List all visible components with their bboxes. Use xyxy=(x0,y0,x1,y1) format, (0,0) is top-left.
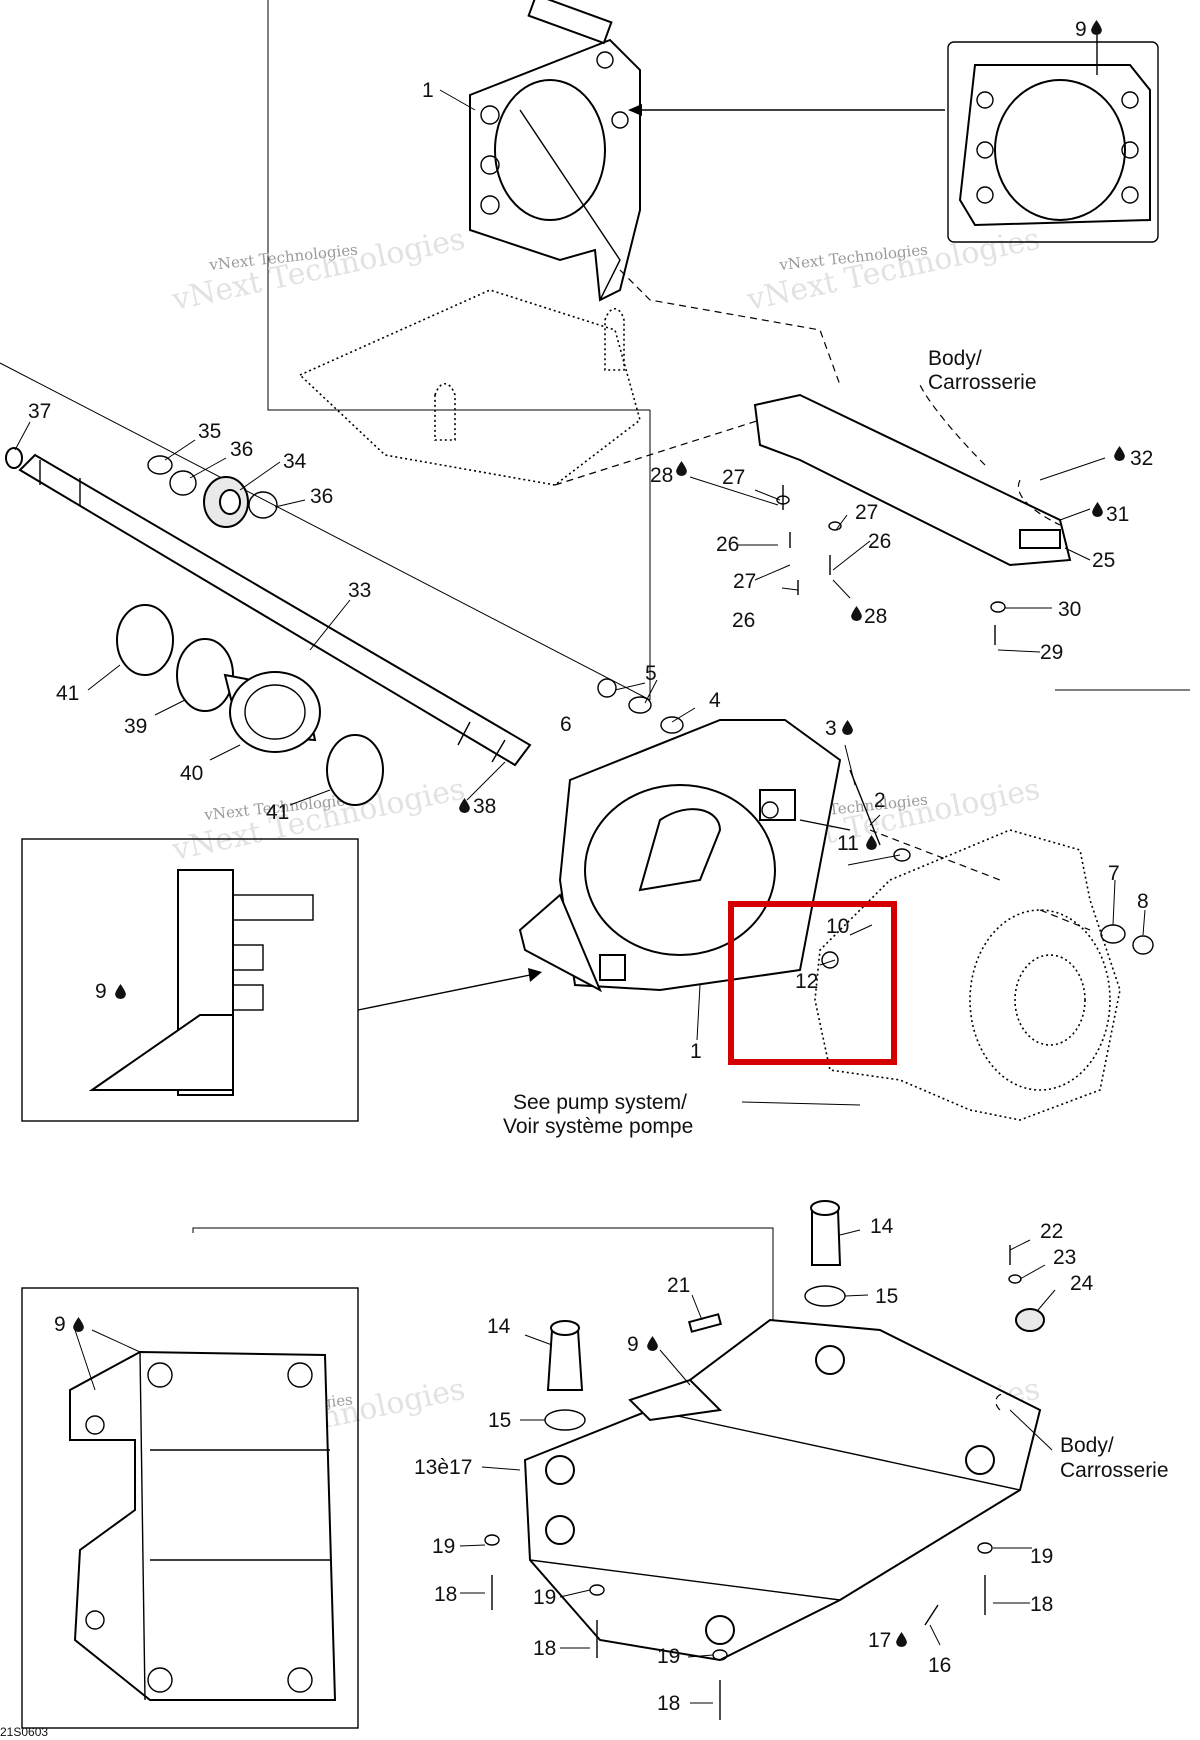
callout: 25 xyxy=(1092,549,1115,572)
oil-drop-icon xyxy=(647,1336,658,1351)
oil-drop-icon xyxy=(896,1632,907,1647)
highlight-box xyxy=(728,901,897,1065)
callout: 41 xyxy=(56,682,79,705)
callout: 2 xyxy=(874,789,886,812)
callout: 24 xyxy=(1070,1272,1094,1295)
callout: 15 xyxy=(875,1285,898,1308)
callout: 26 xyxy=(716,533,739,556)
note-see-pump-line2: Voir système pompe xyxy=(503,1115,693,1138)
note-body-top-line2: Carrosserie xyxy=(928,371,1037,394)
oil-drop-icon xyxy=(676,461,687,476)
callout: 17 xyxy=(868,1629,891,1652)
leader-lines xyxy=(14,89,1146,1704)
note-body-top-line1: Body/ xyxy=(928,347,982,370)
callout: 13è17 xyxy=(414,1456,472,1479)
pump-support-top xyxy=(469,0,641,302)
callout: 12 xyxy=(795,970,818,993)
callout: 18 xyxy=(533,1637,556,1660)
oil-drop-icon xyxy=(842,720,853,735)
callout: 28 xyxy=(864,605,887,628)
oil-drop-icon xyxy=(1114,446,1125,461)
callout: 10 xyxy=(826,915,849,938)
intake-plate xyxy=(298,269,841,486)
note-body-bottom-line1: Body/ xyxy=(1060,1434,1114,1457)
callout: 14 xyxy=(487,1315,511,1338)
oil-drop-icon xyxy=(851,606,862,621)
oil-drop-icon xyxy=(1091,20,1102,35)
callout: 37 xyxy=(28,400,51,423)
callout: 1 xyxy=(690,1040,702,1063)
callout: 35 xyxy=(198,420,221,443)
callout: 9 xyxy=(95,980,107,1003)
callout: 19 xyxy=(432,1535,455,1558)
notes: Body/ Carrosserie Body/ Carrosserie See … xyxy=(503,347,1169,1482)
drive-shaft xyxy=(5,447,532,767)
callout: 4 xyxy=(709,689,721,712)
callout: 36 xyxy=(310,485,333,508)
callout: 26 xyxy=(868,530,891,553)
callouts: 1 9 37 35 36 34 36 28 27 26 27 27 26 26 … xyxy=(28,18,1153,1715)
ride-plate xyxy=(523,1318,1042,1662)
callout: 31 xyxy=(1106,503,1129,526)
callout: 29 xyxy=(1040,641,1063,664)
callout: 41 xyxy=(266,801,289,824)
callout: 19 xyxy=(657,1645,680,1668)
callout: 22 xyxy=(1040,1220,1063,1243)
callout: 14 xyxy=(870,1215,894,1238)
callout: 32 xyxy=(1130,447,1153,470)
callout: 23 xyxy=(1053,1246,1076,1269)
callout: 3 xyxy=(825,717,837,740)
inset-gasket-top xyxy=(628,35,1159,243)
callout: 30 xyxy=(1058,598,1081,621)
callout: 36 xyxy=(230,438,253,461)
pump-system xyxy=(814,829,1121,1121)
callout: 19 xyxy=(1030,1545,1053,1568)
callout: 34 xyxy=(283,450,307,473)
callout: 33 xyxy=(348,579,371,602)
callout: 18 xyxy=(1030,1593,1053,1616)
diagram-code: 21S0603 xyxy=(0,1725,48,1739)
callout: 15 xyxy=(488,1409,511,1432)
fasteners xyxy=(484,485,1154,1720)
callout: 9 xyxy=(627,1333,639,1356)
oil-drop-icon xyxy=(115,984,126,999)
callout: 28 xyxy=(650,464,673,487)
callout: 18 xyxy=(434,1583,457,1606)
callout: 27 xyxy=(722,466,745,489)
callout: 27 xyxy=(855,501,878,524)
pump-housing-mid xyxy=(518,719,851,993)
inset-plate-bottom xyxy=(21,1287,359,1729)
callout: 11 xyxy=(837,832,859,855)
callout: 5 xyxy=(645,662,657,685)
callout: 9 xyxy=(54,1313,66,1336)
callout: 1 xyxy=(422,79,434,102)
note-body-bottom-line2: Carrosserie xyxy=(1060,1459,1169,1482)
callout: 9 xyxy=(1075,18,1087,41)
callout: 26 xyxy=(732,609,755,632)
oil-drop-icon xyxy=(73,1317,84,1332)
callout: 21 xyxy=(667,1274,690,1297)
callout: 27 xyxy=(733,570,756,593)
drain-plugs xyxy=(544,1200,1045,1431)
ride-plate-support xyxy=(753,384,1072,567)
callout: 16 xyxy=(928,1654,951,1677)
oil-drop-icon xyxy=(1092,502,1103,517)
boot-assembly xyxy=(116,604,384,806)
callout: 40 xyxy=(180,762,203,785)
callout: 8 xyxy=(1137,890,1149,913)
note-see-pump-line1: See pump system/ xyxy=(513,1091,687,1114)
callout: 7 xyxy=(1108,862,1120,885)
callout: 38 xyxy=(473,795,496,818)
callout: 39 xyxy=(124,715,147,738)
callout: 19 xyxy=(533,1586,556,1609)
callout: 6 xyxy=(560,713,572,736)
callout: 18 xyxy=(657,1692,680,1715)
inset-gasket-left xyxy=(21,838,542,1122)
